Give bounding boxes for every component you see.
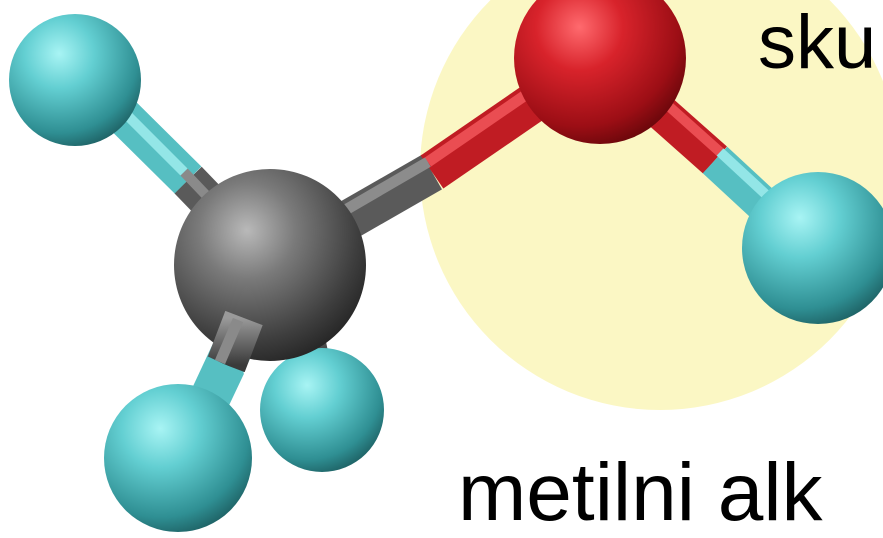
molecule-name-label: metilni alk (458, 447, 824, 538)
group-label: sku (758, 0, 876, 85)
hydrogen-atom-lower-back (260, 348, 384, 472)
hydrogen-atom-lower-front (104, 384, 252, 532)
hydrogen-atom-right (742, 172, 883, 324)
oxygen-atom (514, 0, 686, 144)
hydrogen-atom-upper-left (9, 14, 141, 146)
carbon-atom (174, 169, 366, 361)
